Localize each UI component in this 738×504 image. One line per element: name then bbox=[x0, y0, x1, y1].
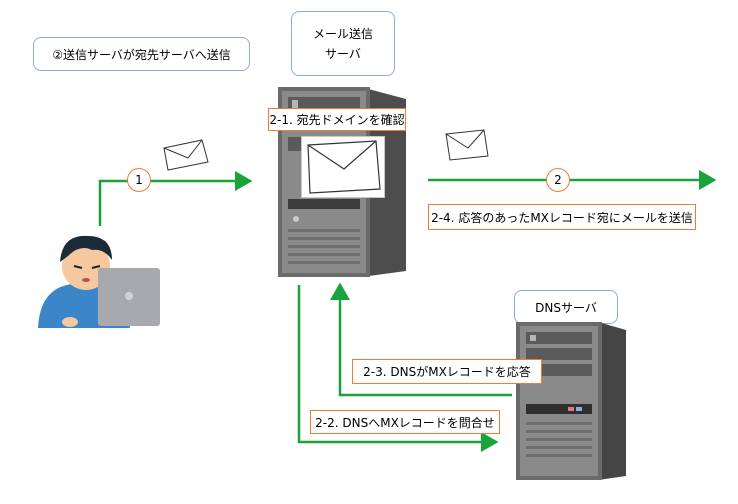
mail-server-label-line2: サーバ bbox=[325, 46, 361, 61]
arrow-query-dns bbox=[297, 285, 499, 452]
step-circle-1-label: 1 bbox=[135, 173, 143, 187]
arrow-user-to-mail-server bbox=[98, 171, 253, 226]
title-note-text: ②送信サーバが宛先サーバへ送信 bbox=[52, 47, 231, 62]
mail-server-label: メール送信 サーバ bbox=[291, 11, 395, 76]
mail-server-label-line1: メール送信 bbox=[312, 26, 373, 41]
envelope-icon bbox=[163, 139, 209, 171]
user-at-laptop-icon bbox=[38, 235, 160, 328]
step-2-2-text: 2-2. DNSへMXレコードを問合せ bbox=[315, 415, 495, 430]
step-2-3-text: 2-3. DNSがMXレコードを応答 bbox=[363, 365, 531, 379]
step-2-1-callout: 2-1. 宛先ドメインを確認 bbox=[268, 108, 406, 131]
dns-server-label-text: DNSサーバ bbox=[535, 300, 597, 315]
step-2-3-callout: 2-3. DNSがMXレコードを応答 bbox=[352, 359, 542, 384]
step-2-1-text: 2-1. 宛先ドメインを確認 bbox=[269, 113, 405, 127]
step-2-4-callout: 2-4. 応答のあったMXレコード宛にメールを送信 bbox=[428, 204, 696, 230]
step-circle-1: 1 bbox=[127, 168, 151, 192]
step-2-2-callout: 2-2. DNSへMXレコードを問合せ bbox=[310, 410, 500, 434]
title-note: ②送信サーバが宛先サーバへ送信 bbox=[33, 37, 250, 71]
step-circle-2-label: 2 bbox=[554, 173, 562, 187]
step-circle-2: 2 bbox=[546, 168, 570, 192]
dns-server-label: DNSサーバ bbox=[514, 290, 618, 324]
envelope-on-server bbox=[301, 136, 385, 198]
envelope-icon bbox=[445, 129, 489, 161]
arrow-dns-response bbox=[330, 282, 512, 397]
envelope-icon bbox=[307, 140, 381, 194]
dns-server-icon bbox=[516, 322, 626, 480]
step-2-4-text: 2-4. 応答のあったMXレコード宛にメールを送信 bbox=[431, 210, 693, 225]
